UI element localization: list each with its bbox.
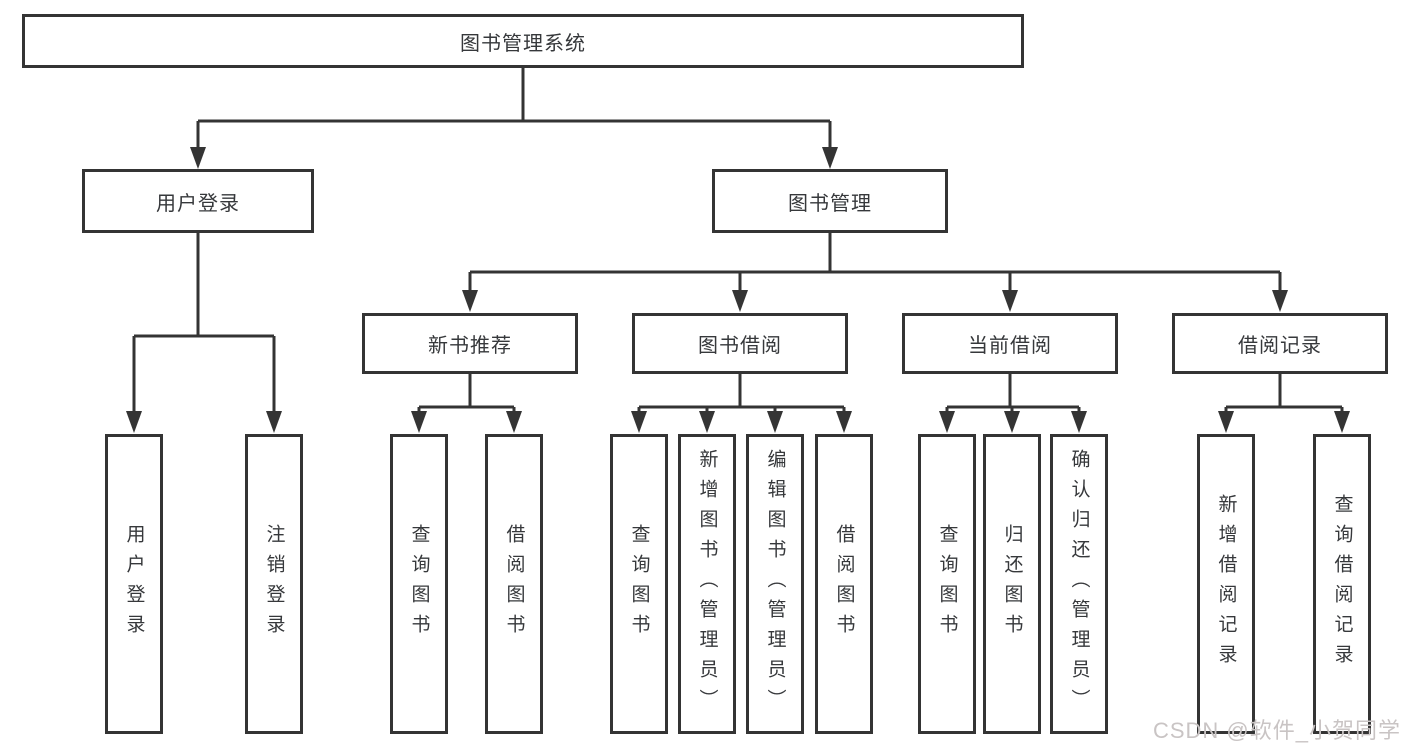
node-label: 编辑图书（管理员） xyxy=(764,449,786,719)
node-label: 用户登录 xyxy=(156,192,240,215)
node-label: 新书推荐 xyxy=(428,335,512,357)
node-label: 新增借阅记录 xyxy=(1215,494,1237,674)
leaf-query-borrow-record: 查询借阅记录 xyxy=(1313,434,1371,734)
node-label: 图书管理 xyxy=(788,192,872,215)
node-label: 查询图书 xyxy=(408,524,430,644)
node-label: 图书借阅 xyxy=(698,335,782,357)
leaf-confirm-return-admin: 确认归还（管理员） xyxy=(1050,434,1108,734)
leaf-return-books: 归还图书 xyxy=(983,434,1041,734)
node-library-management-system: 图书管理系统 xyxy=(22,14,1024,68)
node-label: 归还图书 xyxy=(1001,524,1023,644)
node-label: 借阅图书 xyxy=(833,524,855,644)
node-label: 确认归还（管理员） xyxy=(1068,449,1090,719)
node-book-management: 图书管理 xyxy=(712,169,948,233)
node-label: 新增图书（管理员） xyxy=(696,449,718,719)
leaf-add-books-admin: 新增图书（管理员） xyxy=(678,434,736,734)
arrow-down-icons xyxy=(126,147,1350,433)
node-label: 图书管理系统 xyxy=(460,32,586,55)
leaf-borrow-books-recommend: 借阅图书 xyxy=(485,434,543,734)
node-user-login: 用户登录 xyxy=(82,169,314,233)
connector-stems xyxy=(132,68,1344,418)
leaf-add-borrow-record: 新增借阅记录 xyxy=(1197,434,1255,734)
leaf-borrow-books: 借阅图书 xyxy=(815,434,873,734)
leaf-query-books-current: 查询图书 xyxy=(918,434,976,734)
node-label: 当前借阅 xyxy=(968,335,1052,357)
node-label: 查询图书 xyxy=(628,524,650,644)
node-book-borrowing: 图书借阅 xyxy=(632,313,848,374)
leaf-query-books-borrowing: 查询图书 xyxy=(610,434,668,734)
node-label: 注销登录 xyxy=(263,524,285,644)
node-label: 查询借阅记录 xyxy=(1331,494,1353,674)
leaf-logout: 注销登录 xyxy=(245,434,303,734)
node-current-borrowing: 当前借阅 xyxy=(902,313,1118,374)
node-label: 借阅图书 xyxy=(503,524,525,644)
node-new-book-recommendation: 新书推荐 xyxy=(362,313,578,374)
node-borrowing-records: 借阅记录 xyxy=(1172,313,1388,374)
node-label: 用户登录 xyxy=(123,524,145,644)
node-label: 借阅记录 xyxy=(1238,335,1322,357)
node-label: 查询图书 xyxy=(936,524,958,644)
leaf-query-books-recommend: 查询图书 xyxy=(390,434,448,734)
leaf-user-login: 用户登录 xyxy=(105,434,163,734)
leaf-edit-books-admin: 编辑图书（管理员） xyxy=(746,434,804,734)
